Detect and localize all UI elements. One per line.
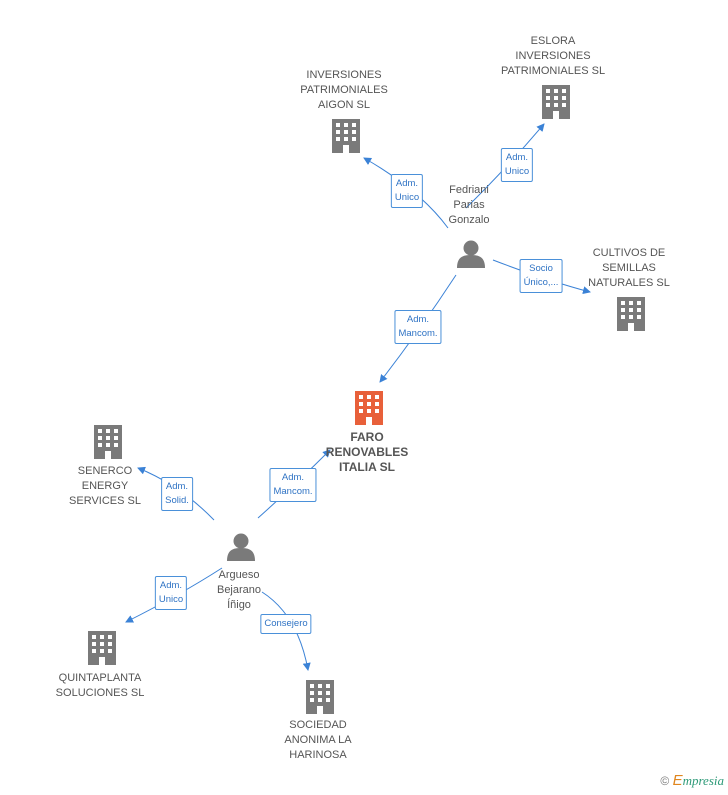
node-label-quintaplanta[interactable]: QUINTAPLANTA SOLUCIONES SL	[55, 672, 145, 699]
node-label-cultivos[interactable]: CULTIVOS DE SEMILLAS NATURALES SL	[588, 247, 670, 289]
node-label-eslora[interactable]: ESLORA INVERSIONES PATRIMONIALES SL	[500, 35, 606, 77]
edge-label-fedriani-aigon[interactable]: Adm. Unico	[390, 174, 424, 208]
brand-logo-initial: E	[672, 772, 683, 789]
edge-label-fedriani-cultivos[interactable]: Socio Único,...	[519, 259, 563, 293]
node-label-senerco[interactable]: SENERCO ENERGY SERVICES SL	[69, 465, 141, 507]
footer-brand: © Empresia	[660, 772, 724, 789]
node-label-aigon[interactable]: INVERSIONES PATRIMONIALES AIGON SL	[300, 69, 388, 111]
edge-label-fedriani-eslora[interactable]: Adm. Unico	[500, 148, 534, 182]
node-label-argueso[interactable]: Argueso Bejarano Íñigo	[216, 569, 262, 611]
copyright-symbol: ©	[660, 774, 670, 788]
node-label-harinosa[interactable]: SOCIEDAD ANONIMA LA HARINOSA	[284, 719, 352, 761]
building-icon-harinosa[interactable]	[306, 680, 334, 714]
person-icon-argueso[interactable]	[227, 533, 255, 562]
edge-label-fedriani-faro[interactable]: Adm. Mancom.	[394, 310, 442, 344]
edge-label-argueso-harinosa[interactable]: Consejero	[260, 614, 312, 634]
node-label-faro[interactable]: FARO RENOVABLES ITALIA SL	[325, 430, 409, 474]
edge-label-argueso-quintaplanta[interactable]: Adm. Unico	[154, 576, 188, 610]
brand-logo-text: mpresia	[682, 773, 724, 788]
node-label-fedriani[interactable]: Fedriani Parias Gonzalo	[448, 184, 490, 226]
building-icon-quintaplanta[interactable]	[88, 631, 116, 665]
edge-label-argueso-senerco[interactable]: Adm. Solid.	[161, 477, 193, 511]
building-icon-faro[interactable]	[355, 391, 383, 425]
building-icon-eslora[interactable]	[542, 85, 570, 119]
person-icon-fedriani[interactable]	[457, 240, 485, 269]
building-icon-senerco[interactable]	[94, 425, 122, 459]
building-icon-cultivos[interactable]	[617, 297, 645, 331]
building-icon-aigon[interactable]	[332, 119, 360, 153]
edge-label-argueso-faro[interactable]: Adm. Mancom.	[269, 468, 317, 502]
